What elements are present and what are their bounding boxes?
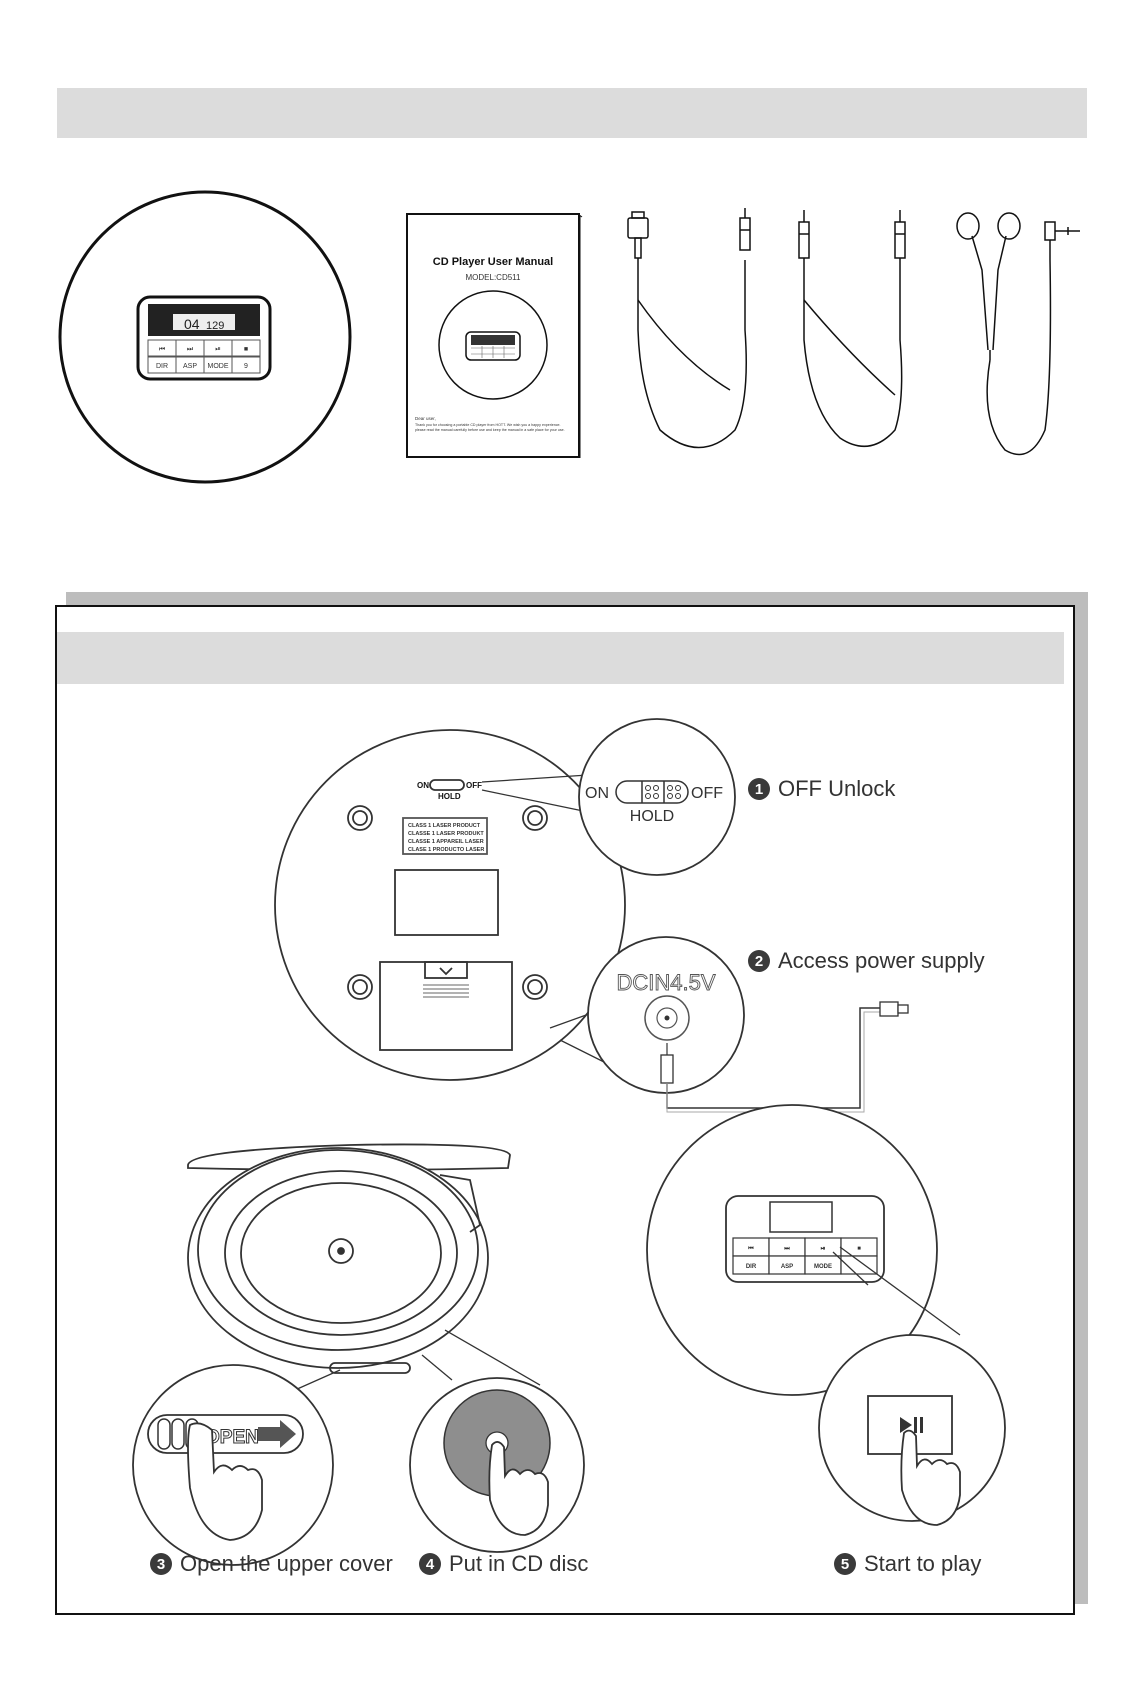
- step-5-number: 5: [834, 1553, 856, 1575]
- step-5-caption: 5 Start to play: [834, 1551, 981, 1577]
- manual-title: CD Player User Manual: [433, 256, 553, 268]
- play-view-next: ⏭: [784, 1246, 790, 1252]
- player-open-cover-view: [188, 1144, 510, 1373]
- small-hold-label: HOLD: [438, 792, 461, 801]
- laser-label-line4: CLASE 1 PRODUCTO LASER: [408, 847, 484, 853]
- step-4-caption: 4 Put in CD disc: [419, 1551, 588, 1577]
- play-view-prev: ⏮: [748, 1246, 754, 1252]
- manual-body-line1: Thank you for choosing a portable CD pla…: [415, 423, 561, 427]
- step-3-caption: 3 Open the upper cover: [150, 1551, 393, 1577]
- laser-label-line2: CLASSE 1 LASER PRODUKT: [408, 831, 484, 837]
- manual-model: MODEL:CD511: [466, 273, 522, 282]
- play-view-dir: DIR: [746, 1264, 757, 1270]
- btn-mode-label: MODE: [208, 363, 229, 370]
- open-slider-zoom: OPEN: [133, 1365, 340, 1565]
- step-4-text: Put in CD disc: [449, 1551, 588, 1577]
- earphones: [957, 213, 1080, 455]
- step-1-text: OFF Unlock: [778, 776, 895, 802]
- accessories-illustration: 04 129 ⏮ ⏭ ⏯ ■ DIR ASP MODE 9 CD Player …: [0, 160, 1143, 500]
- player-play-view: ⏮ ⏭ ⏯ ■ DIR ASP MODE: [647, 1105, 1005, 1525]
- btn-asp-label: ASP: [183, 363, 197, 370]
- section-header-instructions: [57, 632, 1064, 684]
- btn-play-label: ⏯: [215, 346, 221, 353]
- step-5-text: Start to play: [864, 1551, 981, 1577]
- step-1-caption: 1 OFF Unlock: [748, 776, 895, 802]
- manual-body-line2: please read the manual carefully before …: [415, 428, 565, 432]
- step-2-caption: 2 Access power supply: [748, 948, 985, 974]
- cd-player-top-view: 04 129 ⏮ ⏭ ⏯ ■ DIR ASP MODE 9: [60, 192, 350, 482]
- btn-nine-label: 9: [244, 363, 248, 370]
- step-3-text: Open the upper cover: [180, 1551, 393, 1577]
- cd-disc-zoom: [410, 1330, 584, 1552]
- step-4-number: 4: [419, 1553, 441, 1575]
- btn-stop-label: ■: [244, 346, 248, 353]
- btn-next-label: ⏭: [187, 346, 194, 353]
- player-bottom-view: [275, 730, 625, 1080]
- btn-dir-label: DIR: [156, 363, 168, 370]
- aux-audio-cable: [799, 210, 905, 446]
- dc-in-label: DCIN4.5V: [616, 970, 715, 995]
- instructions-illustration: CLASS 1 LASER PRODUCT CLASSE 1 LASER PRO…: [0, 700, 1143, 1600]
- manual-greeting: Dear user,: [415, 416, 436, 421]
- user-manual-booklet: CD Player User Manual MODEL:CD511 Dear u…: [407, 214, 582, 458]
- small-hold-off: OFF: [466, 781, 482, 790]
- step-2-number: 2: [748, 950, 770, 972]
- small-hold-on: ON: [417, 781, 429, 790]
- play-view-mode: MODE: [814, 1264, 832, 1270]
- usb-charging-cable: [628, 208, 750, 448]
- hold-switch-off: OFF: [691, 785, 723, 802]
- laser-label-line3: CLASSE 1 APPAREIL LASER: [408, 839, 484, 845]
- play-view-asp: ASP: [781, 1264, 793, 1270]
- btn-prev-label: ⏮: [159, 346, 165, 353]
- step-2-text: Access power supply: [778, 948, 985, 974]
- play-view-stop: ■: [857, 1246, 861, 1252]
- step-3-number: 3: [150, 1553, 172, 1575]
- section-header-top: [57, 88, 1087, 138]
- player-time: 04: [184, 316, 200, 332]
- player-track: 129: [206, 320, 224, 332]
- hold-switch-on: ON: [585, 785, 609, 802]
- step-1-number: 1: [748, 778, 770, 800]
- play-view-play: ⏯: [821, 1246, 826, 1252]
- laser-label-line1: CLASS 1 LASER PRODUCT: [408, 823, 481, 829]
- hold-switch-hold: HOLD: [630, 808, 674, 825]
